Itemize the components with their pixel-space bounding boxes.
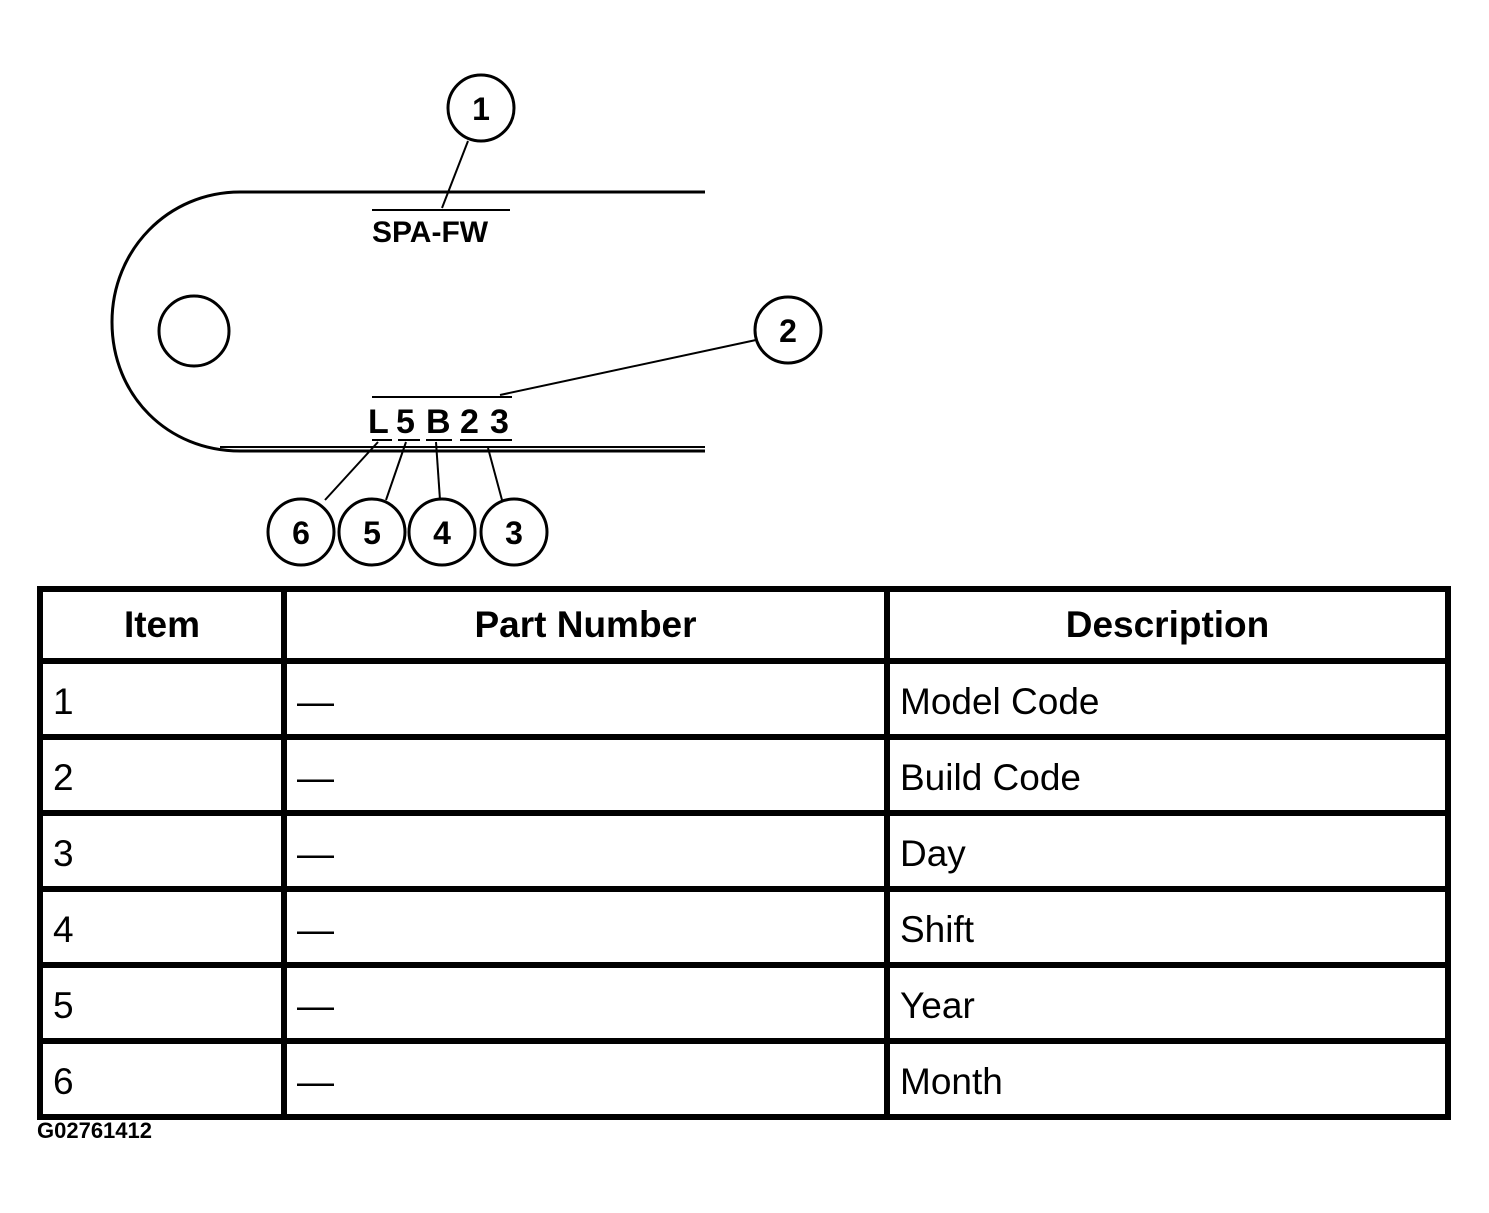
leader-line-4 bbox=[435, 441, 441, 501]
callout-2-number: 2 bbox=[779, 313, 797, 349]
cell-item: 3 bbox=[37, 810, 287, 892]
cell-item: 4 bbox=[37, 886, 287, 968]
figure-id: G02761412 bbox=[37, 1118, 152, 1143]
cell-description: Month bbox=[884, 1038, 1451, 1120]
table-row: 5 — Year bbox=[37, 962, 1451, 1044]
cell-item: 6 bbox=[37, 1038, 287, 1120]
cell-item: 1 bbox=[37, 658, 287, 740]
cell-part-number: — bbox=[281, 886, 890, 968]
cell-part-number: — bbox=[281, 658, 890, 740]
leader-line-5 bbox=[385, 441, 407, 501]
leader-line-3 bbox=[487, 447, 503, 501]
table-header-row: Item Part Number Description bbox=[37, 586, 1451, 664]
cell-description: Build Code bbox=[884, 734, 1451, 816]
cell-description: Model Code bbox=[884, 658, 1451, 740]
build-code-char-5: 3 bbox=[490, 403, 509, 441]
table-row: 4 — Shift bbox=[37, 886, 1451, 968]
callout-3: 3 bbox=[479, 497, 549, 567]
callout-1: 1 bbox=[446, 73, 516, 143]
cell-part-number: — bbox=[281, 734, 890, 816]
header-part-number: Part Number bbox=[281, 586, 890, 664]
callout-6-number: 6 bbox=[292, 515, 310, 551]
callout-6: 6 bbox=[266, 497, 336, 567]
cell-description: Year bbox=[884, 962, 1451, 1044]
leader-line-6 bbox=[324, 441, 379, 501]
callout-4: 4 bbox=[407, 497, 477, 567]
build-code-char-2: 5 bbox=[396, 403, 415, 441]
table-row: 6 — Month bbox=[37, 1038, 1451, 1120]
tag-outline bbox=[110, 190, 705, 453]
cell-description: Day bbox=[884, 810, 1451, 892]
model-code-label: SPA-FW bbox=[372, 216, 489, 249]
table-row: 2 — Build Code bbox=[37, 734, 1451, 816]
legend-table: Item Part Number Description 1 — Model C… bbox=[37, 586, 1451, 1120]
header-description: Description bbox=[884, 586, 1451, 664]
cell-item: 5 bbox=[37, 962, 287, 1044]
cell-part-number: — bbox=[281, 1038, 890, 1120]
callout-3-number: 3 bbox=[505, 515, 523, 551]
callout-2: 2 bbox=[753, 295, 823, 365]
callout-5: 5 bbox=[337, 497, 407, 567]
mounting-hole bbox=[157, 294, 231, 368]
cell-item: 2 bbox=[37, 734, 287, 816]
callout-5-number: 5 bbox=[363, 515, 381, 551]
leader-line-1 bbox=[441, 140, 469, 209]
header-item: Item bbox=[37, 586, 287, 664]
table-row: 1 — Model Code bbox=[37, 658, 1451, 740]
cell-part-number: — bbox=[281, 810, 890, 892]
build-code-char-4: 2 bbox=[460, 403, 479, 441]
cell-part-number: — bbox=[281, 962, 890, 1044]
cell-description: Shift bbox=[884, 886, 1451, 968]
callout-4-number: 4 bbox=[433, 515, 451, 551]
build-code-char-1: L bbox=[368, 403, 389, 441]
table-row: 3 — Day bbox=[37, 810, 1451, 892]
leader-line-2 bbox=[499, 339, 757, 396]
build-code-char-3: B bbox=[426, 403, 451, 441]
identification-tag-diagram: SPA-FW L 5 B 2 3 1 2 3 4 5 6 bbox=[110, 73, 823, 567]
callout-1-number: 1 bbox=[472, 91, 490, 127]
